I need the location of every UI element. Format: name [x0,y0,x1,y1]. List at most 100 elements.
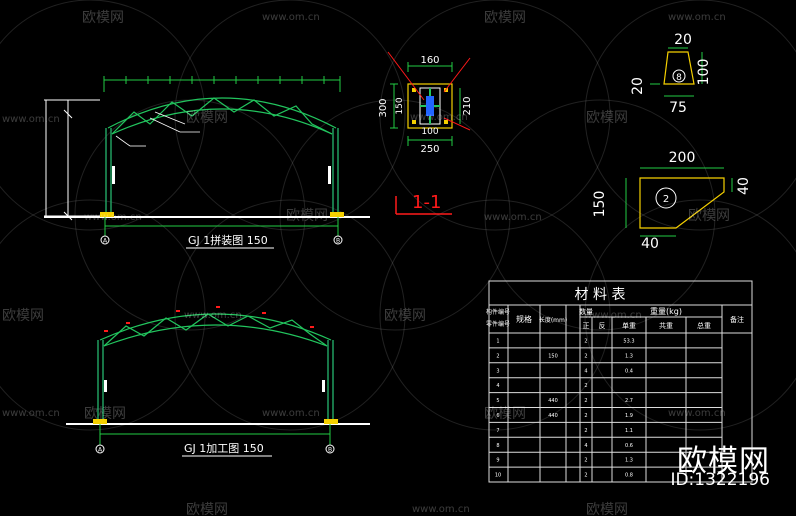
table-cell: 2 [584,398,587,404]
axis-bubble-right [333,235,343,245]
watermark-text: 欧模网 [688,208,730,224]
watermark-text: 欧模网 [484,10,526,26]
axis-label-left-2: A [98,447,103,454]
sub-header-front: 正 [583,322,590,330]
plate1-dim-right: 100 [696,59,712,86]
plate1-dim-top: 20 [674,32,692,48]
section-dim-mid: 100 [421,127,438,137]
joint-marks [104,306,314,332]
table-cell: 5 [496,398,499,404]
watermark-text: 欧模网 [286,208,328,224]
watermark-text: 欧模网 [82,10,124,26]
watermark-url: www.om.cn [412,504,470,515]
table-cell: 2 [584,458,587,464]
table-cell: 4 [496,383,499,389]
sub-header-unit-weight: 单重 [622,321,636,330]
table-cell: 2 [584,428,587,434]
watermark-url: www.om.cn [2,114,60,125]
gj1-fabrication-title: GJ 1加工图 150 [184,442,264,455]
table-cell: 1.3 [625,458,633,464]
section-dim-right: 210 [462,96,473,115]
axis-label-left: A [103,238,108,245]
table-cell: 3 [496,368,499,374]
col-header-length: 长度(mm) [539,316,567,324]
column-right [332,128,339,216]
section-label: 1-1 [412,192,441,213]
plate2-dim-top: 200 [669,150,696,166]
table-cell: 440 [548,398,558,404]
top-dimension-chain [103,76,341,92]
gj1-assembly-title: GJ 1拼装图 150 [188,233,268,247]
watermark-text: 欧模网 [384,308,426,324]
table-cell: 2 [584,353,587,359]
table-cell: 150 [548,353,558,359]
corner-brand-logo: 欧模网 [677,444,770,479]
plate-detail-2: 2 200 150 40 40 [592,150,752,252]
section-dim-left: 300 [378,98,389,117]
sub-header-back: 反 [599,321,606,330]
col-header-spec: 规格 [516,314,532,324]
col-header-part: 零件编号 [486,320,510,328]
watermark-url: www.om.cn [2,408,60,419]
plate2-dim-left: 150 [592,191,608,218]
table-cell: 0.4 [625,368,633,374]
table-cell: 53.3 [623,338,634,344]
watermark-url: www.om.cn [262,12,320,23]
sub-header-gross-weight: 总重 [697,321,711,330]
table-cell: 0.6 [625,443,633,449]
watermark-url: www.om.cn [584,310,642,321]
watermark-circles [0,0,796,431]
watermark-url: www.om.cn [668,12,726,23]
watermark-text: 欧模网 [186,110,228,126]
arch-truss-2 [99,313,332,347]
section-dim-bottom: 250 [420,144,439,155]
table-cell: 1.1 [625,428,633,434]
plate1-dim-bottom: 75 [669,100,687,116]
plate2-tag: 2 [663,194,669,205]
watermark-url: www.om.cn [84,212,142,223]
material-table-rows: 1 2 53.3 2 150 2 1.3 3 4 0.4 4 2 5 440 2 2.7 6 440 2 1.9 7 2 1… [495,338,635,478]
axis-label-right: B [336,238,340,245]
gj1-assembly-drawing: A B GJ 1拼装图 150 [44,76,370,249]
section-plate [407,83,453,129]
column-left [105,128,112,216]
leader-lines [115,111,200,147]
table-cell: 0.8 [625,473,633,479]
table-cell: 4 [584,368,587,374]
material-table-title: 材 料 表 [575,287,626,303]
plate2-dim-right: 40 [736,177,752,195]
table-cell: 7 [496,428,499,434]
watermark-text: 欧模网 [484,406,526,422]
axis-bubble-left [100,235,110,245]
table-cell: 1 [496,338,499,344]
axis-label-right-2: B [328,447,332,454]
table-cell: 9 [496,458,499,464]
section-dim-inner-left: 150 [395,97,405,114]
watermark-url: www.om.cn [410,112,468,123]
table-cell: 8 [496,443,499,449]
section-dim-top: 160 [420,55,439,66]
column-slot-left [112,166,115,184]
table-cell: 1.9 [625,413,633,419]
watermark-text: 欧模网 [84,406,126,422]
watermark-text: 欧模网 [586,110,628,126]
table-cell: 2 [584,338,587,344]
col-header-member: 构件编号 [486,308,510,316]
watermarks: 欧模网 www.om.cn 欧模网 www.om.cn www.om.cn 欧模… [2,10,730,516]
material-table [488,280,753,483]
table-cell: 2 [496,353,499,359]
watermark-url: www.om.cn [668,408,726,419]
watermark-url: www.om.cn [184,310,242,321]
table-cell: 6 [496,413,499,419]
watermark-text: 欧模网 [186,502,228,516]
col-header-weight: 重量(kg) [650,306,682,316]
table-cell: 4 [584,443,587,449]
table-cell: 2 [584,413,587,419]
plate-detail-1: 8 20 20 100 75 [630,32,712,116]
watermark-text: 欧模网 [586,502,628,516]
table-cell: 2.7 [625,398,633,404]
table-cell: 440 [548,413,558,419]
sub-header-total-weight: 共重 [659,321,673,330]
column-slot-right [328,166,331,184]
corner-model-id: ID:1322196 [670,470,770,490]
